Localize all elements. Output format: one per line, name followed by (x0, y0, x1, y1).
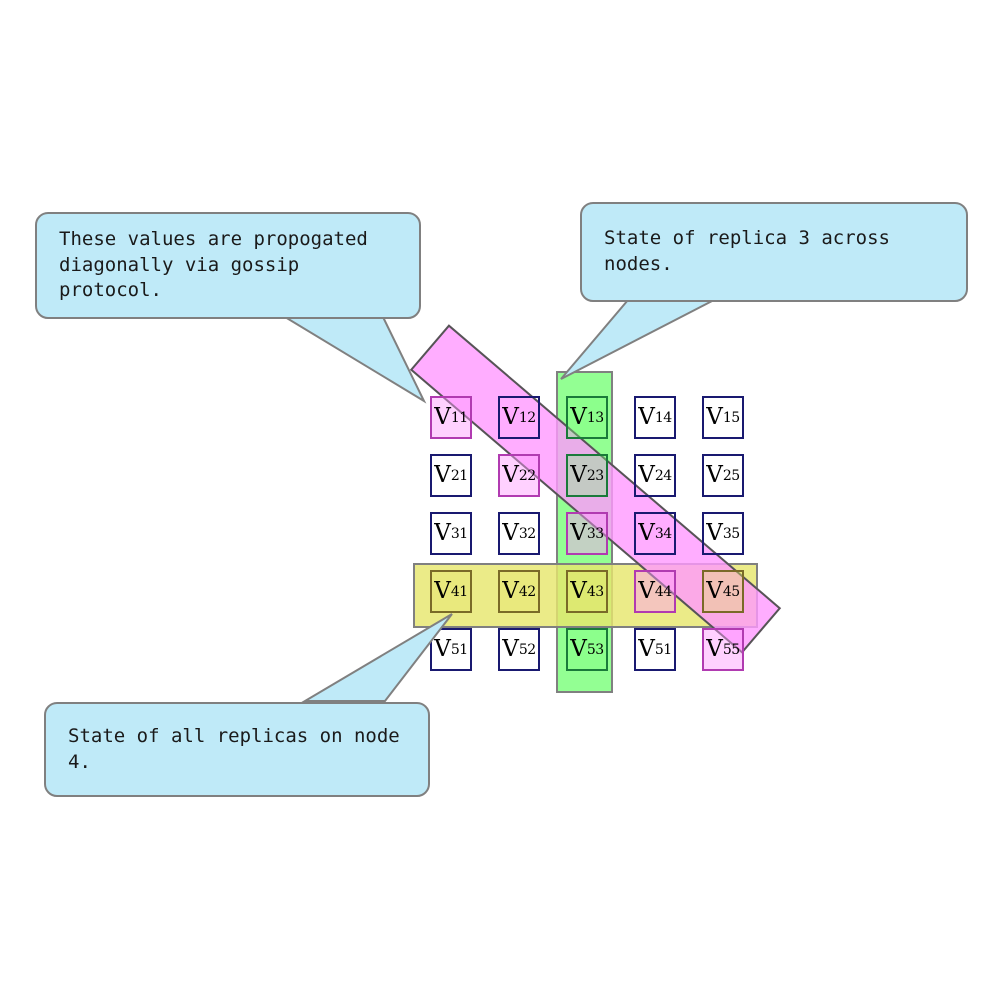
cell-base: V (706, 520, 723, 546)
cell-base: V (638, 520, 655, 546)
cell-subscript: 35 (722, 525, 740, 542)
cell-subscript: 14 (654, 409, 672, 426)
cell-base: V (570, 578, 587, 604)
cell-subscript: 34 (654, 525, 672, 542)
cell-base: V (434, 636, 451, 662)
cell-subscript: 41 (450, 583, 468, 600)
cell-subscript: 31 (450, 525, 468, 542)
cell-base: V (638, 462, 655, 488)
cell-subscript: 23 (586, 467, 604, 484)
cell-subscript: 53 (586, 641, 604, 658)
cell-base: V (638, 578, 655, 604)
cell-base: V (638, 404, 655, 430)
cell-subscript: 55 (722, 641, 740, 658)
cell-subscript: 21 (450, 467, 468, 484)
cell-base: V (570, 404, 587, 430)
cell-subscript: 22 (518, 467, 536, 484)
cell-base: V (570, 462, 587, 488)
cell-subscript: 25 (722, 467, 740, 484)
cell-base: V (502, 404, 519, 430)
cell-subscript: 43 (586, 583, 604, 600)
cell-base: V (706, 578, 723, 604)
cell-subscript: 24 (654, 467, 672, 484)
cell-subscript: 12 (518, 409, 536, 426)
cell-subscript: 52 (518, 641, 536, 658)
cell-base: V (502, 462, 519, 488)
cell-base: V (434, 578, 451, 604)
cell-base: V (434, 520, 451, 546)
cell-subscript: 15 (722, 409, 740, 426)
cell-base: V (706, 462, 723, 488)
cell-subscript: 32 (518, 525, 536, 542)
cell-subscript: 44 (654, 583, 672, 600)
callout-gossip-protocol: These values are propogated diagonally v… (35, 212, 421, 319)
cell-subscript: 51 (450, 641, 468, 658)
cell-subscript: 33 (586, 525, 604, 542)
cell-subscript: 51 (654, 641, 672, 658)
cell-base: V (502, 578, 519, 604)
cell-subscript: 42 (518, 583, 536, 600)
cell-base: V (570, 520, 587, 546)
cell-base: V (570, 636, 587, 662)
callout-node-4: State of all replicas on node 4. (44, 702, 430, 797)
cell-base: V (638, 636, 655, 662)
cell-base: V (502, 520, 519, 546)
cell-subscript: 45 (722, 583, 740, 600)
cell-base: V (434, 404, 451, 430)
cell-base: V (434, 462, 451, 488)
cell-subscript: 11 (450, 409, 468, 426)
cell-base: V (502, 636, 519, 662)
cell-base: V (706, 404, 723, 430)
cell-subscript: 13 (586, 409, 604, 426)
callout-replica-3: State of replica 3 across nodes. (580, 202, 968, 302)
cell-base: V (706, 636, 723, 662)
